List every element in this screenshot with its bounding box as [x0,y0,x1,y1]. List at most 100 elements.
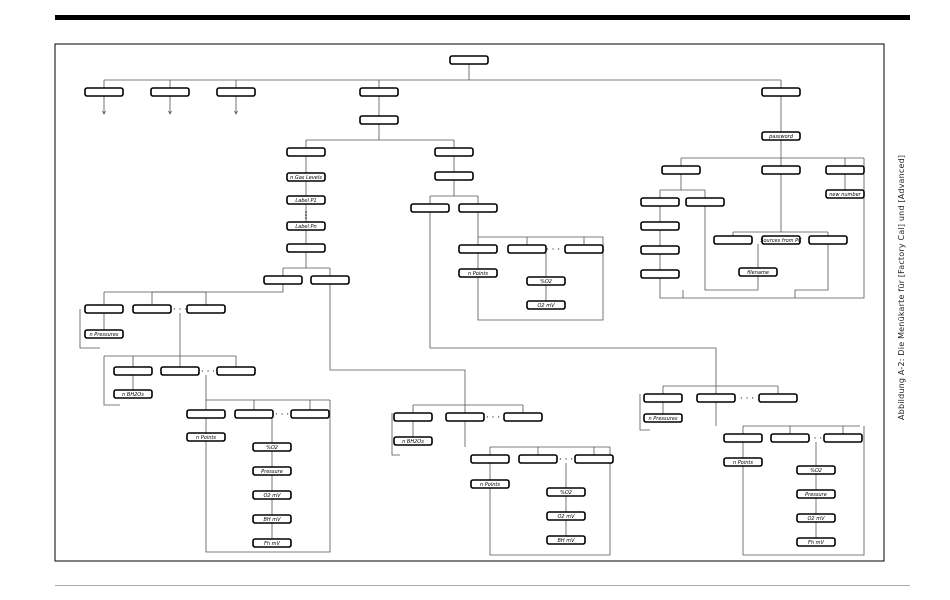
pct-o2-box: %O2 [526,276,566,286]
menu-box [234,409,274,419]
menu-box [290,409,330,419]
ellipsis-dots: · · · [740,394,754,404]
menu-box [564,244,604,254]
menu-box [410,203,450,213]
pressure-box: Pressure [796,489,836,499]
menu-box [825,165,865,175]
arrow-head [168,110,172,115]
ellipsis-dots: · · · [559,455,573,465]
menu-box [661,165,701,175]
menu-box [186,304,226,314]
filename-box: filename [738,267,778,277]
menu-box [113,366,153,376]
menu-box [503,412,543,422]
menu-box-label: %O2 [266,445,278,451]
menu-box [393,412,433,422]
o2-mv-box: O2 mV [526,300,566,310]
sources-from-pc-box: Sources from PC [760,235,802,245]
vertical-dot [305,211,307,213]
o2-mv-box: O2 mV [252,490,292,500]
menu-box-label: O2 mV [264,493,282,499]
menu-box-label: %O2 [810,468,822,474]
menu-box [160,366,200,376]
menu-box [310,275,350,285]
menu-box [640,197,680,207]
vertical-dot [305,217,307,219]
menu-box-label: n Points [196,435,216,441]
menu-box [640,245,680,255]
menu-box [434,171,474,181]
arrow-head [102,110,106,115]
menu-box-label: Fh mV [808,540,825,546]
menu-box-label: %O2 [560,490,572,496]
pct-o2-box: %O2 [796,465,836,475]
menu-box-label: n Points [468,271,488,277]
pct-o2-box: %O2 [252,442,292,452]
menu-box-label: O2 mV [558,514,576,520]
connector-line [205,375,330,401]
menu-box-label: n Gas Levels [290,175,322,181]
menu-box-label: n Points [733,460,753,466]
bottom-rule [55,585,910,586]
menu-box [445,412,485,422]
n-points-box: n Points [186,432,226,442]
menu-box [359,115,399,125]
connector-line [429,212,717,386]
menu-box [216,87,256,97]
vertical-dot [305,214,307,216]
menu-box-label: n Pressures [89,332,118,338]
menu-box [359,87,399,97]
fh-mv-box: Fh mV [796,537,836,547]
n-gas-levels-box: n Gas Levels [286,172,326,182]
menu-box-label: Pressure [261,469,283,475]
menu-box [507,244,547,254]
connector-lines [79,64,865,556]
connector-line [205,400,331,553]
connector-line [329,284,466,405]
menu-box [640,221,680,231]
menu-box [808,235,848,245]
menu-box-label: O2 mV [538,303,556,309]
menu-box-label: Fh mV [264,541,281,547]
menu-box [186,409,226,419]
connector-line [79,309,100,349]
menu-box [286,243,326,253]
n-points-box: n Points [458,268,498,278]
menu-box-label: new number [829,192,861,198]
menu-box [574,454,614,464]
connector-line [659,174,865,299]
menu-box [761,87,801,97]
ellipsis-dots: · · · [486,413,500,423]
menu-box [758,393,798,403]
menu-box [470,454,510,464]
o2-mv-box: O2 mV [796,513,836,523]
connector-line [489,447,611,556]
bh-mv-box: BH mV [546,535,586,545]
menu-box [643,393,683,403]
password-box: password [761,131,801,141]
connector-line [794,244,829,298]
menu-box [770,433,810,443]
menu-box-label: n Points [480,482,500,488]
menu-box [761,165,801,175]
menu-box-label: filename [747,270,769,276]
figure-caption: Abbildung A-2: Die Menükarte für [Factor… [897,154,906,420]
connector-line [391,413,400,456]
menu-box-label: Sources from PC [760,238,802,244]
menu-box [434,147,474,157]
diagram-frame [54,43,885,562]
ellipsis-dots: · · · [173,305,187,315]
connector-line [152,284,284,293]
menu-box-label: O2 mV [808,516,826,522]
connector-line [704,206,759,291]
connector-line [103,356,120,406]
arrow-head [234,110,238,115]
menu-box [823,433,863,443]
menu-box [132,304,172,314]
n-bh2os-box: n BH2Os [393,436,433,446]
menu-box [458,203,498,213]
o2-mv-box: O2 mV [546,511,586,521]
menu-box [84,304,124,314]
n-pressures-box: n Pressures [643,413,683,423]
